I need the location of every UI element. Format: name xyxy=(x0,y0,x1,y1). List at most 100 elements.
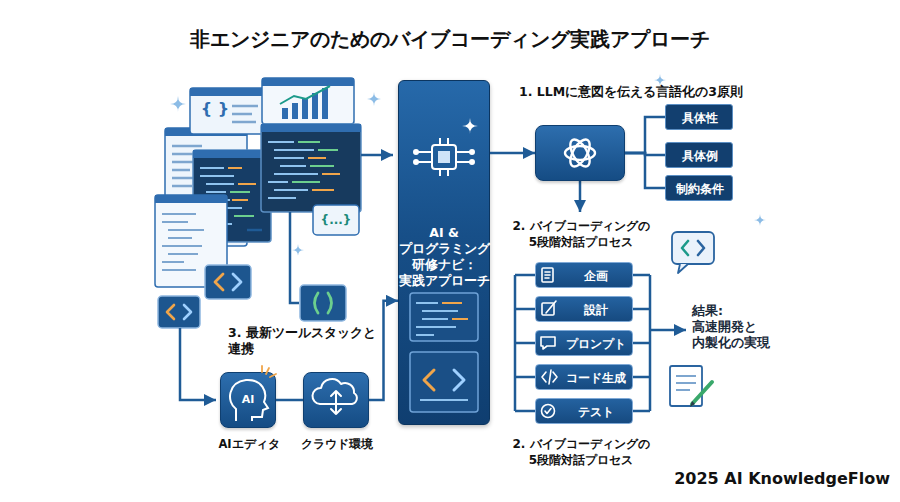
step-icons xyxy=(541,268,557,418)
process-step-box: コード生成 xyxy=(535,364,633,390)
inner-code-windows-part xyxy=(410,293,478,341)
code-windows-part xyxy=(308,158,340,190)
inner-code-windows-part xyxy=(410,352,478,412)
section-heading: 2. バイブコーディングの 5段階対話プロセス xyxy=(505,436,657,468)
llm-knot-icon-part xyxy=(566,137,593,170)
code-windows-part xyxy=(268,142,318,198)
code-windows-part xyxy=(158,296,200,328)
diagram-title: 非エンジニアのためのバイブコーディング実践アプローチ xyxy=(0,26,900,52)
code-windows-part xyxy=(184,305,191,319)
inner-code-windows-part xyxy=(424,370,434,390)
code-windows-part xyxy=(233,274,241,290)
code-symbol: { } xyxy=(198,98,232,119)
chip-icon xyxy=(414,138,474,176)
code-windows-part xyxy=(165,128,247,246)
node-text: AI xyxy=(235,393,261,407)
result-text: 結果: 高速開発と 内製化の実現 xyxy=(692,303,776,351)
step-icons-part xyxy=(542,405,555,418)
section-heading: 2. バイブコーディングの 5段階対話プロセス xyxy=(505,218,657,250)
code-windows-part xyxy=(155,195,227,203)
cloud-icon xyxy=(312,379,356,414)
leader-lines-part xyxy=(515,275,535,411)
step-icons-part xyxy=(545,272,550,278)
leader-lines-part xyxy=(361,154,393,157)
inner-code-windows-part xyxy=(442,303,468,319)
central-hub-box: AI & プログラミング 研修ナビ： 実践アプローチ xyxy=(398,80,490,425)
code-windows-part xyxy=(172,146,202,186)
node-text: 設計 xyxy=(536,297,634,323)
code-windows-part xyxy=(190,88,266,134)
llm-knot-icon-part xyxy=(566,137,593,170)
node-text: 具体例 xyxy=(666,143,734,169)
leader-lines-part xyxy=(633,275,650,411)
process-step-box: プロンプト xyxy=(535,330,633,356)
llm-icon-box: 1. LLMに意図を伝える言語化の3原則 xyxy=(535,125,625,181)
node-text: AI & プログラミング 研修ナビ： 実践アプローチ xyxy=(399,225,489,289)
code-windows-part xyxy=(205,265,251,299)
code-windows-part xyxy=(302,98,308,119)
result-icons-part xyxy=(682,241,688,255)
llm-knot-icon xyxy=(565,137,595,170)
inner-code-windows-part xyxy=(454,370,464,390)
ai-head-icon xyxy=(230,366,276,421)
code-windows-part xyxy=(215,274,223,290)
chip-icon-part xyxy=(418,138,470,176)
ai-head-icon-part xyxy=(262,366,276,377)
code-windows-part xyxy=(232,106,258,122)
chip-icon-part xyxy=(470,150,474,154)
node-text: 1. LLMに意図を伝える言語化の3原則 xyxy=(519,84,743,100)
node-text: コード生成 xyxy=(536,365,634,391)
code-windows-part xyxy=(292,142,338,182)
step-icons-part xyxy=(546,301,556,313)
leader-lines-part xyxy=(650,329,686,332)
code-windows-part xyxy=(261,124,361,132)
chip-icon-part xyxy=(432,145,456,169)
inner-code-windows xyxy=(410,293,478,412)
result-icons-part xyxy=(676,376,696,390)
connector-line xyxy=(625,153,665,155)
leader-lines-part xyxy=(579,181,582,212)
chip-icon-part xyxy=(414,160,418,164)
result-icons-part xyxy=(698,241,704,255)
step-icons-part xyxy=(541,337,555,349)
code-windows-part xyxy=(322,88,328,119)
code-windows-part xyxy=(230,192,254,216)
result-icons-part xyxy=(672,232,714,264)
step-icons-part xyxy=(542,268,553,282)
code-windows-part xyxy=(261,124,361,212)
node-text: 制約条件 xyxy=(666,176,734,202)
leader-lines-part xyxy=(247,229,262,232)
result-icons-part xyxy=(690,401,695,407)
code-windows-part xyxy=(282,108,288,119)
sparkle xyxy=(462,118,478,134)
process-step-box: 設計 xyxy=(535,296,633,322)
code-windows-part xyxy=(165,128,247,136)
cloud-icon-part xyxy=(331,391,341,414)
result-icons-part xyxy=(678,264,688,273)
code-windows-part xyxy=(315,293,332,313)
cloud-icon-part xyxy=(312,379,356,404)
process-step-box: 企画 xyxy=(535,262,633,288)
section-heading: 3. 最新ツールスタックと 連携 xyxy=(228,325,380,357)
chip-icon-part xyxy=(438,151,450,163)
sparkles-part xyxy=(170,96,186,112)
node-text: テスト xyxy=(536,399,634,425)
process-step-box: テスト xyxy=(535,398,633,424)
result-icons-part xyxy=(670,366,702,406)
connector-line xyxy=(625,153,665,188)
code-windows-part xyxy=(193,150,271,158)
chip-icon-part xyxy=(470,160,474,164)
code-windows-part xyxy=(292,103,298,119)
connector-line xyxy=(490,152,535,155)
watermark: 2025 AI KnowledgeFlow xyxy=(560,468,890,489)
code-symbol: {...} xyxy=(313,212,359,228)
sparkles-part xyxy=(367,92,381,106)
node-text: AIエディタ xyxy=(209,437,289,452)
node-text: クラウド環境 xyxy=(292,437,382,452)
inner-code-windows-part xyxy=(416,303,458,335)
step-icons-part xyxy=(542,370,557,384)
